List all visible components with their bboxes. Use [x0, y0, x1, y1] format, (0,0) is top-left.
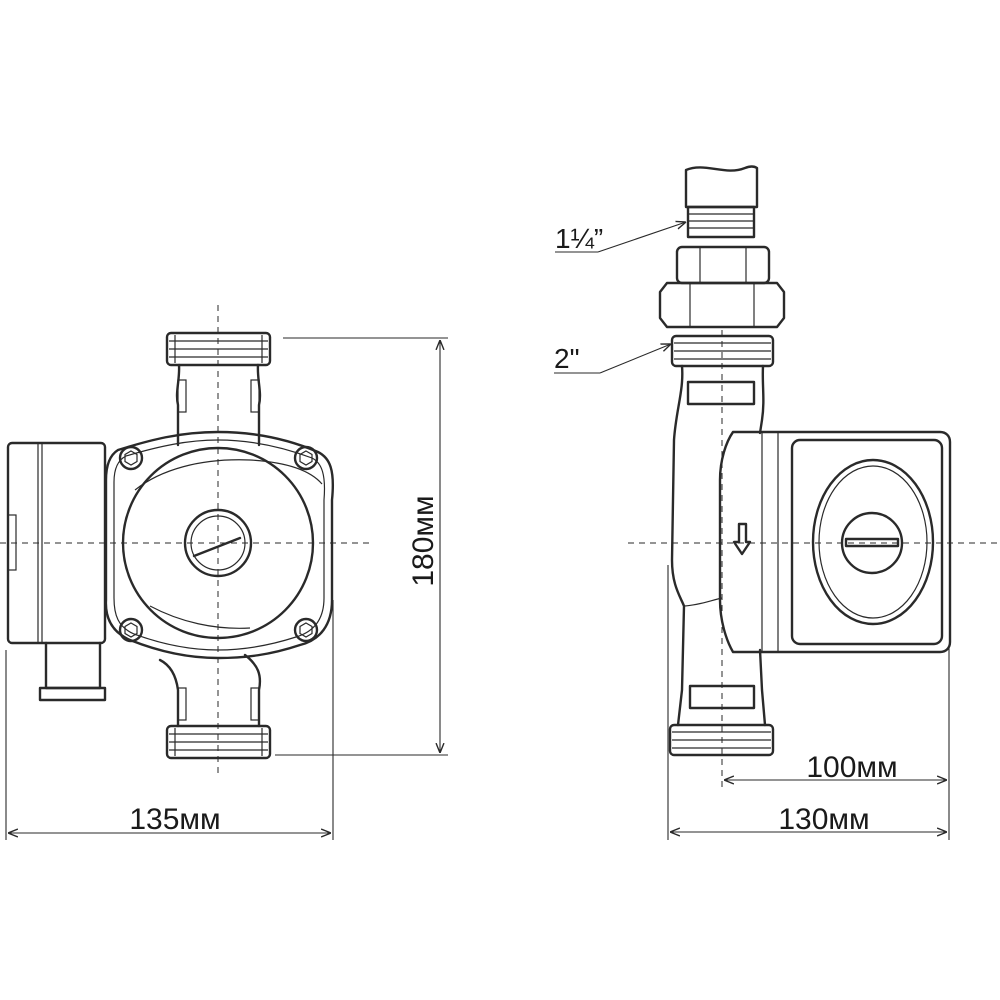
dimension-height: 180мм	[275, 337, 448, 756]
front-upper-nut	[165, 331, 272, 367]
upper-flange-label	[686, 380, 756, 406]
union-small-nut	[675, 245, 771, 285]
terminal-box	[6, 441, 107, 702]
lower-flange-label	[688, 684, 756, 710]
side-upper-thread	[670, 334, 775, 368]
pump-thread-label: 2"	[554, 343, 580, 374]
vent-screw	[183, 508, 253, 578]
screw-slot	[192, 536, 242, 558]
union-large-nut	[658, 281, 786, 329]
dimension-depth-to-axis: 100мм	[724, 648, 950, 840]
side-view: 1¼” 2" 100мм 130мм	[554, 165, 1000, 840]
motor-end-cap	[790, 438, 944, 646]
dimension-depth-to-axis-label: 100мм	[806, 751, 897, 784]
pump-housing	[104, 430, 334, 660]
housing-bolt	[118, 445, 144, 471]
housing-bolt	[293, 445, 319, 471]
rotor-cover	[121, 446, 315, 640]
dimension-depth-total: 130мм	[667, 565, 947, 840]
housing-bolt	[118, 617, 144, 643]
inlet-union-label: 1¼”	[555, 223, 603, 254]
side-lower-thread	[668, 723, 775, 757]
housing-bolt	[293, 617, 319, 643]
leader-inlet-union: 1¼”	[555, 222, 686, 254]
front-lower-neck	[158, 653, 262, 728]
motor-housing	[718, 430, 952, 654]
name-plate-oval	[811, 458, 935, 626]
front-view: 135мм 180мм	[0, 305, 448, 840]
dimension-depth-total-label: 130мм	[778, 803, 869, 836]
dimension-width-front: 135мм	[5, 600, 334, 840]
cable-gland	[44, 641, 102, 690]
side-pump-body	[670, 364, 767, 727]
leader-pump-thread: 2"	[554, 343, 671, 374]
side-screw-slot	[844, 537, 900, 548]
dimension-height-label: 180мм	[407, 495, 440, 586]
flow-direction-arrow-icon	[732, 522, 752, 556]
side-vent-screw	[840, 511, 904, 575]
front-lower-nut	[165, 724, 272, 760]
dimension-width-front-label: 135мм	[129, 803, 220, 836]
union-pipe-stub	[684, 165, 759, 239]
